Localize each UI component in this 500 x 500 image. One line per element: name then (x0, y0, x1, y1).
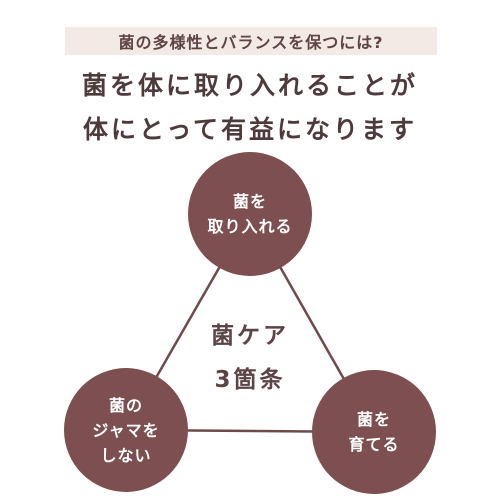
node-label-line: 取り入れる (207, 217, 293, 236)
subtitle-band: 菌の多様性とバランスを保つには? (65, 27, 437, 55)
node-label-line: しない (100, 445, 152, 465)
node-label-line: 菌の (108, 395, 143, 415)
headline-line-2: 体にとって有益になります (82, 115, 417, 144)
node-take-in-bacteria: 菌を 取り入れる (188, 152, 312, 276)
headline-line-1: 菌を体に取り入れることが (81, 71, 418, 100)
node-label-line: 育てる (348, 435, 400, 454)
node-label-line: 菌を (232, 192, 267, 211)
node-label-line: ジャマを (92, 420, 160, 440)
center-label-line-2: 3箇条 (214, 367, 286, 393)
node-label-line: 菌を (356, 410, 391, 429)
node-grow-bacteria: 菌を 育てる (312, 370, 436, 494)
subtitle: 菌の多様性とバランスを保つには? (118, 33, 384, 52)
center-label-line-1: 菌ケア (211, 323, 289, 349)
node-do-not-disturb-bacteria: 菌の ジャマを しない (64, 368, 188, 492)
